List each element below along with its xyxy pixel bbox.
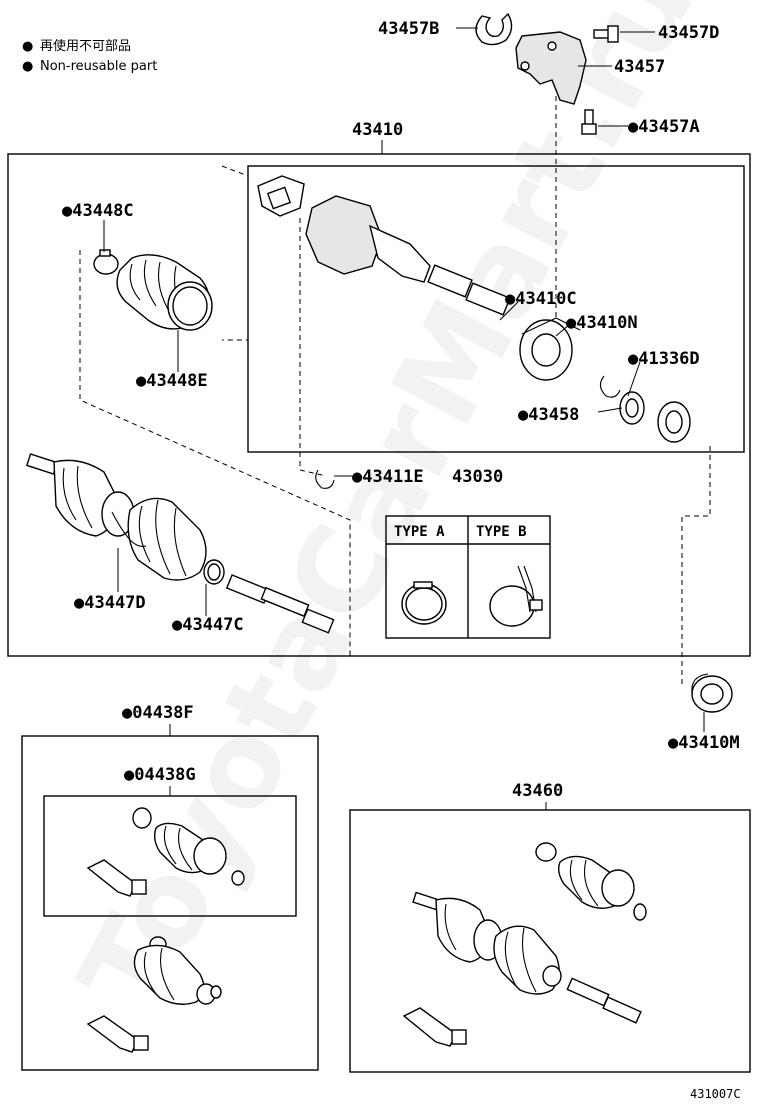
bracket-hole-icon-2 [547,41,557,51]
inner-joint-box [247,165,745,453]
label-43410c: ●43410C [505,289,577,309]
kit-43460-grease-tube-icon [402,1007,467,1047]
label-41336d: ●41336D [628,349,700,369]
drive-shaft-icon [225,574,335,634]
type-b-label: TYPE B [476,524,527,540]
bracket-hole-icon [520,61,530,71]
boot-kit-04438f-box [21,735,319,1071]
legend-japanese: 再使用不可部品 [40,38,131,54]
bracket-group [456,12,655,318]
clamp-43448e-icon [167,281,213,331]
legend-bullet-2: ● [22,59,33,74]
label-04438f: ●04438F [122,703,194,723]
label-43410: 43410 [352,120,403,140]
label-43410m: ●43410M [668,733,740,753]
label-04438g: ●04438G [124,765,196,785]
label-43460: 43460 [512,781,563,801]
clamp-43448c-icon [93,249,119,275]
label-43030: 43030 [452,467,503,487]
outer-boot-icon [127,497,207,581]
label-43447d: ●43447D [74,593,146,613]
boot-kit-04438g-box [43,795,297,917]
tripod-joint-icon [257,175,305,217]
kit-g-inner-boot-icon [132,807,245,886]
kit-f-outer-boot-icon [133,936,222,1005]
legend: ● 再使用不可部品 ● Non-reusable part [22,38,157,74]
washer-43458-icon [619,391,645,425]
assembly-43410-box [7,153,751,657]
bearing-43410c-icon [519,317,581,381]
legend-bullet: ● [22,39,33,54]
snap-ring-43411e-icon [315,469,335,489]
legend-english: Non-reusable part [40,59,157,74]
bolt-43457d-icon [593,25,619,43]
bracket-43457-icon [515,31,587,105]
clamp-43447c-icon [203,559,225,585]
snap-ring-43410n-icon [599,375,621,398]
label-43457b: 43457B [378,19,439,39]
label-43457d: 43457D [658,23,719,43]
seal-41336d-icon [657,401,691,443]
figure-code: 431007C [690,1087,741,1101]
label-43410n: ●43410N [566,313,638,333]
seal-43410m-icon [691,673,733,713]
clamp-type-b-icon [489,565,543,627]
bolt-43457a-icon [581,109,597,135]
inner-housing-icon [305,195,511,316]
label-43411e: ●43411E [352,467,424,487]
clamp-type-a-icon [401,581,447,625]
kit-f-grease-tube-icon [86,1015,149,1053]
label-43457a: ●43457A [628,117,700,137]
label-43458: ●43458 [518,405,579,425]
type-a-label: TYPE A [394,524,445,540]
label-43448c: ●43448C [62,201,134,221]
outer-joint-icon [25,453,135,537]
label-43447c: ●43447C [172,615,244,635]
clip-43457b-icon [475,12,513,46]
boot-kit-43460-box [349,809,751,1073]
clamp-type-box: TYPE A TYPE B [385,515,551,639]
label-43448e: ●43448E [136,371,208,391]
label-43457: 43457 [614,57,665,77]
clamp-43447d-icon [111,511,147,547]
kit-43460-inner-boot-icon [535,842,647,921]
kit-43460-outer-joint-icon [412,891,642,1024]
kit-g-grease-tube-icon [86,859,147,897]
